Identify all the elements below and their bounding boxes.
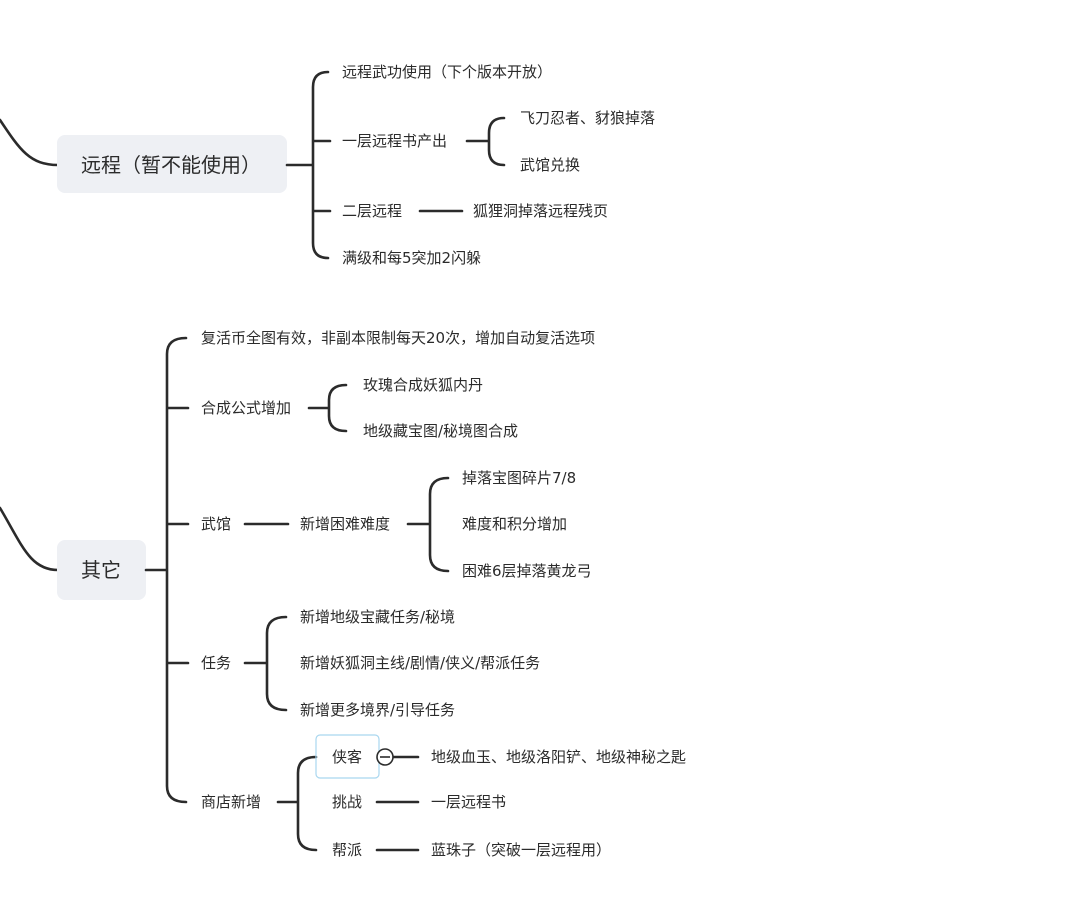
collapse-toggle-icon[interactable] [376, 748, 394, 766]
topic-other-label: 其它 [81, 558, 121, 582]
node-ranged-maxlevel-dodge[interactable]: 满级和每5突加2闪躲 [342, 249, 481, 267]
node-shop-challenge-item[interactable]: 一层远程书 [431, 793, 506, 811]
node-ranged-tier2-drop[interactable]: 狐狸洞掉落远程残页 [473, 202, 608, 220]
node-ranged-book-drop[interactable]: 飞刀忍者、豺狼掉落 [520, 109, 655, 127]
connector-ranged-book-tier1 [465, 116, 506, 167]
node-ranged-tier2[interactable]: 二层远程 [342, 202, 402, 220]
connector-dojo-hard-mode [406, 476, 450, 573]
node-recipe-treasure-map[interactable]: 地级藏宝图/秘境图合成 [363, 422, 518, 440]
node-other-revive-coin[interactable]: 复活币全图有效，非副本限制每天20次，增加自动复活选项 [201, 329, 595, 347]
connector-quests [243, 615, 288, 712]
node-dojo-map-fragment[interactable]: 掉落宝图碎片7/8 [462, 469, 576, 487]
topic-ranged-label: 远程（暂不能使用） [81, 153, 261, 177]
node-dojo-golden-bow[interactable]: 困难6层掉落黄龙弓 [462, 562, 592, 580]
node-ranged-skill-use[interactable]: 远程武功使用（下个版本开放） [342, 63, 552, 81]
node-other-shop[interactable]: 商店新增 [201, 793, 261, 811]
node-ranged-book-tier1[interactable]: 一层远程书产出 [342, 132, 447, 150]
node-ranged-book-exchange[interactable]: 武馆兑换 [520, 156, 580, 174]
connector-ranged-branch [285, 70, 332, 260]
node-quest-treasure[interactable]: 新增地级宝藏任务/秘境 [300, 608, 455, 626]
connector-other-branch [144, 336, 190, 804]
node-shop-guild[interactable]: 帮派 [332, 841, 362, 859]
connector-root-other [0, 506, 60, 572]
node-quest-fox-cave[interactable]: 新增妖狐洞主线/剧情/侠义/帮派任务 [300, 654, 540, 672]
node-dojo-difficulty-score[interactable]: 难度和积分增加 [462, 515, 567, 533]
node-shop-challenge[interactable]: 挑战 [332, 793, 362, 811]
node-dojo-hard-mode[interactable]: 新增困难难度 [300, 515, 390, 533]
node-other-recipes[interactable]: 合成公式增加 [201, 399, 291, 417]
node-other-quests[interactable]: 任务 [201, 654, 231, 672]
node-shop-hero-items[interactable]: 地级血玉、地级洛阳铲、地级神秘之匙 [431, 748, 686, 766]
connector-recipes [307, 383, 348, 433]
topic-other-box[interactable] [57, 540, 146, 600]
node-shop-guild-item[interactable]: 蓝珠子（突破一层远程用） [431, 841, 611, 859]
connector-shop [276, 755, 318, 852]
node-quest-realm[interactable]: 新增更多境界/引导任务 [300, 701, 455, 719]
node-recipe-rose[interactable]: 玫瑰合成妖狐内丹 [363, 376, 483, 394]
node-shop-hero[interactable]: 侠客 [332, 748, 362, 766]
connector-root-ranged [0, 118, 60, 167]
node-other-dojo[interactable]: 武馆 [201, 515, 231, 533]
topic-ranged-box[interactable] [57, 135, 287, 193]
